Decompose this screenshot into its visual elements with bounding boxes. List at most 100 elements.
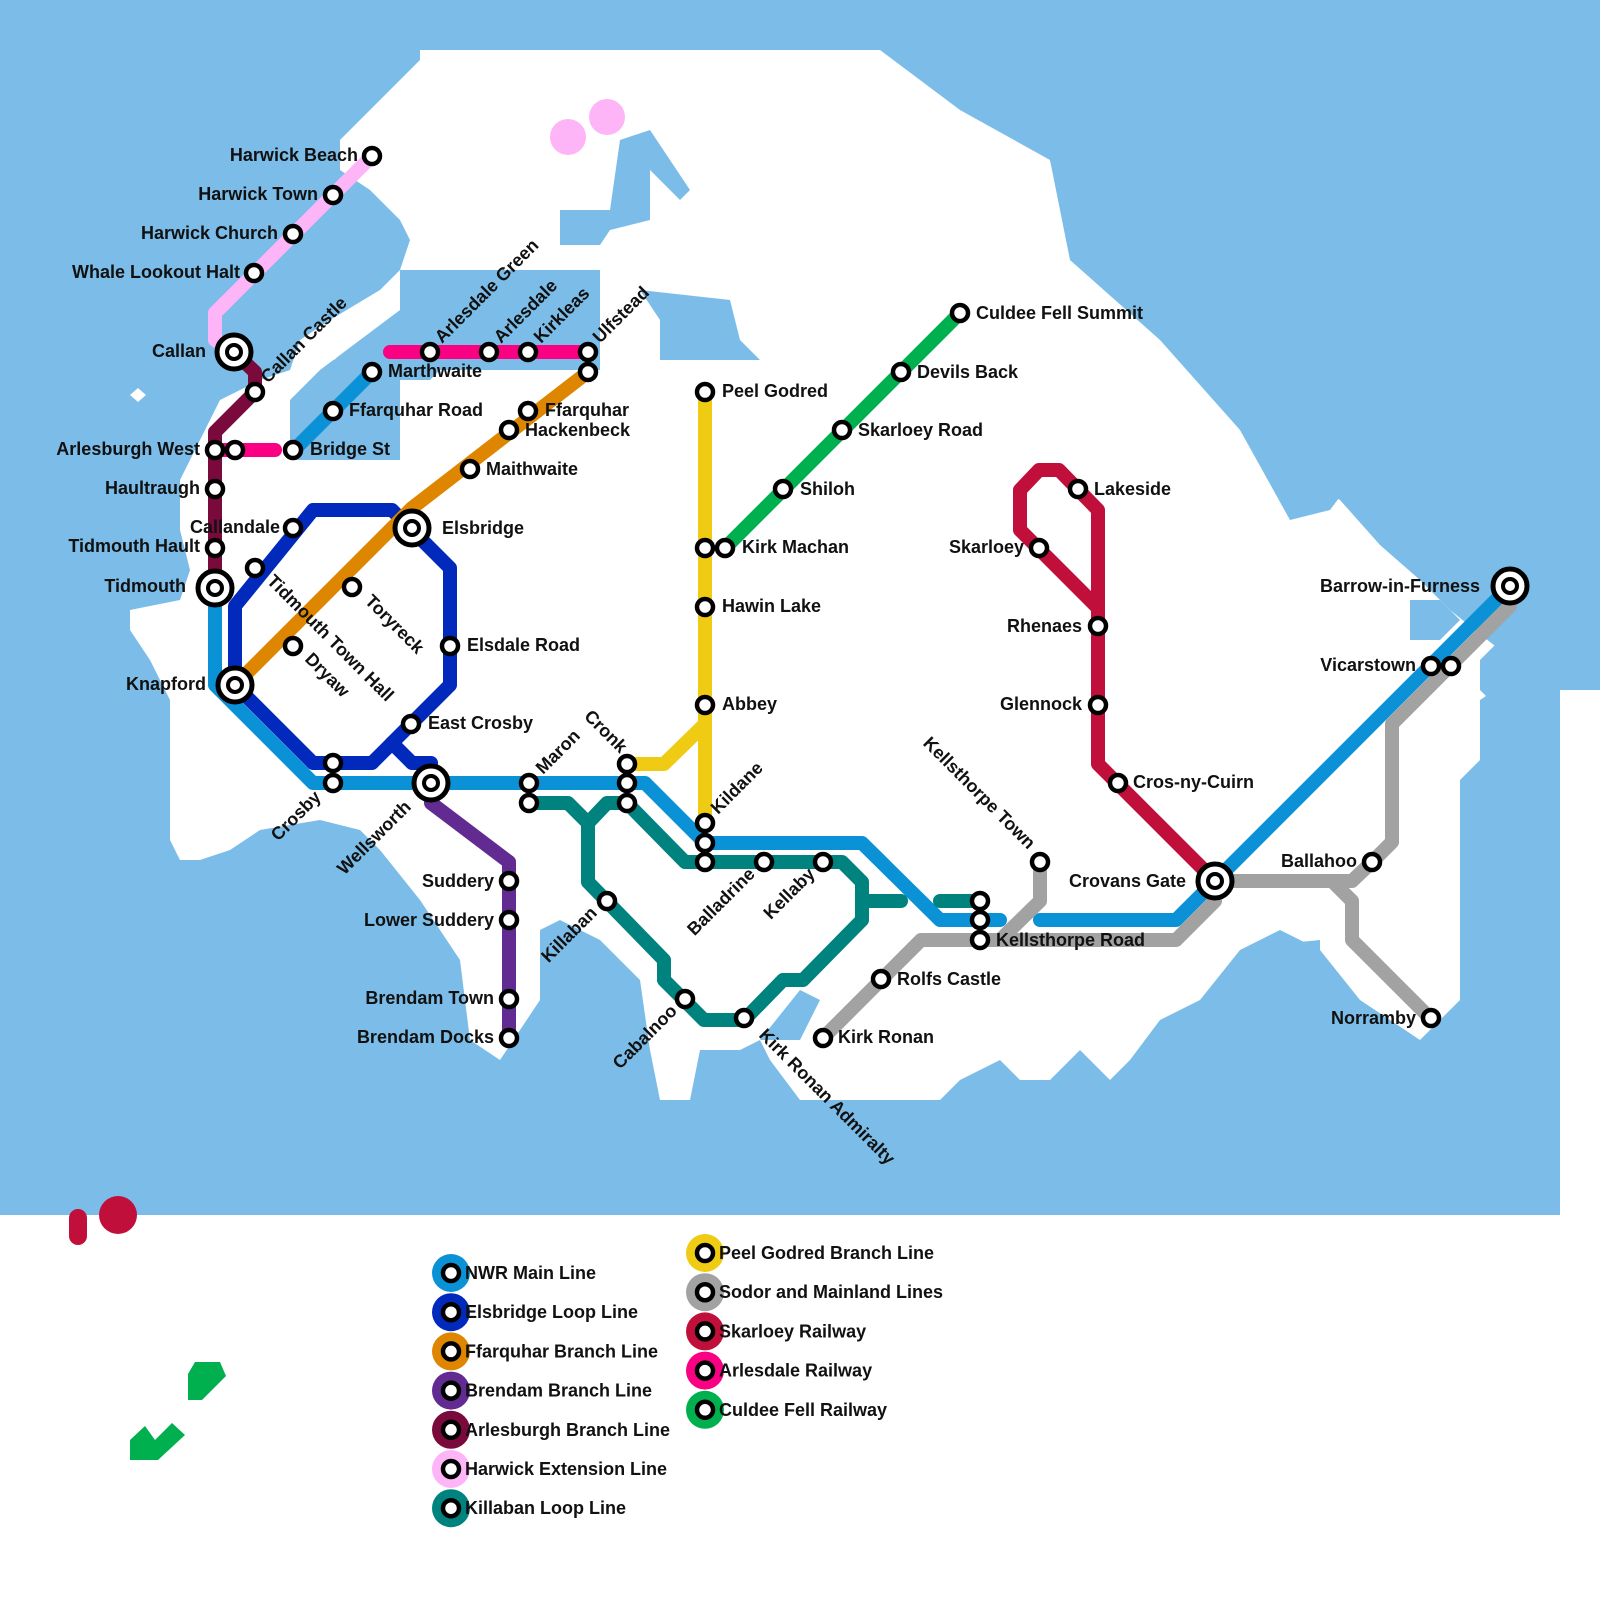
- station-marker-kirk-ronan: [812, 1027, 834, 1049]
- station-marker-ffarquhar-road: [322, 400, 344, 422]
- label-bridge-st: Bridge St: [310, 439, 390, 459]
- label-cros-ny-cuirn: Cros-ny-Cuirn: [1133, 772, 1254, 792]
- station-marker-tidmouth-town-hall: [244, 557, 266, 579]
- station-marker-kildane-b: [694, 832, 716, 854]
- legend-marker: [440, 1262, 462, 1284]
- station-marker-hackenbeck: [498, 419, 520, 441]
- label-brendam-town: Brendam Town: [365, 988, 494, 1008]
- bay-east: [1050, 90, 1520, 520]
- label-knapford: Knapford: [126, 674, 206, 694]
- station-marker-rolfs-castle: [870, 968, 892, 990]
- legend-label: Brendam Branch Line: [465, 1381, 652, 1401]
- legend-item: NWR Main Line: [432, 1254, 596, 1292]
- island-tiny: [130, 388, 146, 402]
- station-marker-ulfstead-a: [577, 341, 599, 363]
- legend-item: Sodor and Mainland Lines: [686, 1273, 943, 1312]
- interchange-core-callan: [225, 343, 243, 361]
- interchange-core-tidmouth: [206, 579, 224, 597]
- station-marker-maithwaite: [459, 458, 481, 480]
- label-arlesburgh-west: Arlesburgh West: [56, 439, 200, 459]
- legend-label: NWR Main Line: [465, 1263, 596, 1283]
- station-marker-toryreck: [341, 576, 363, 598]
- bay-barrow: [1410, 600, 1460, 640]
- label-shiloh: Shiloh: [800, 479, 855, 499]
- legend-item: Arlesburgh Branch Line: [432, 1410, 670, 1449]
- decor-dot-pink-b: [589, 99, 625, 135]
- label-harwick-beach: Harwick Beach: [230, 145, 358, 165]
- label-haultraugh: Haultraugh: [105, 478, 200, 498]
- legend-marker: [694, 1242, 716, 1264]
- station-marker-peel-godred: [694, 381, 716, 403]
- label-tidmouth-hault: Tidmouth Hault: [68, 536, 200, 556]
- station-marker-shiloh: [772, 478, 794, 500]
- label-elsbridge: Elsbridge: [442, 518, 524, 538]
- legend-marker: [440, 1380, 462, 1401]
- station-marker-abbey: [694, 694, 716, 716]
- legend-label: Sodor and Mainland Lines: [719, 1282, 943, 1302]
- interchange-crovans-gate: [1195, 861, 1235, 901]
- label-tidmouth: Tidmouth: [104, 576, 186, 596]
- station-marker-harwick-town: [322, 184, 344, 206]
- legend-item: Brendam Branch Line: [432, 1371, 652, 1410]
- station-marker-cronk-b: [616, 772, 638, 794]
- station-marker-cros-ny-cuirn: [1107, 772, 1129, 794]
- route-peel-cronk: [620, 717, 712, 771]
- station-marker-bridge-st: [282, 439, 304, 461]
- station-marker-kellsthorpe-road-a: [969, 890, 991, 912]
- label-marthwaite: Marthwaite: [388, 361, 482, 381]
- station-marker-cabalnoo: [674, 988, 696, 1010]
- station-marker-vicarstown-b: [1440, 655, 1462, 677]
- station-marker-harwick-beach: [361, 145, 383, 167]
- station-marker-haultraugh: [204, 478, 226, 500]
- station-marker-ulfstead-b: [577, 361, 599, 383]
- legend-label: Killaban Loop Line: [465, 1498, 626, 1518]
- station-marker-maron-b: [518, 792, 540, 814]
- legend-label: Harwick Extension Line: [465, 1459, 667, 1479]
- label-kirk-ronan: Kirk Ronan: [838, 1027, 934, 1047]
- legend-marker: [440, 1458, 462, 1480]
- interchange-core-barrow-in-furness: [1501, 577, 1519, 595]
- label-harwick-town: Harwick Town: [198, 184, 318, 204]
- label-ballahoo: Ballahoo: [1281, 851, 1357, 871]
- interchange-core-elsbridge: [403, 519, 421, 537]
- station-marker-kellsthorpe-road-c: [969, 929, 991, 951]
- station-marker-balladrine: [753, 851, 775, 873]
- route-mainland-norramby: [1325, 874, 1437, 1025]
- legend-item: Peel Godred Branch Line: [686, 1234, 934, 1272]
- route-main-east: [1033, 579, 1517, 927]
- label-elsdale-road: Elsdale Road: [467, 635, 580, 655]
- label-glennock: Glennock: [1000, 694, 1083, 714]
- bay-north: [560, 130, 690, 245]
- label-brendam-docks: Brendam Docks: [357, 1027, 494, 1047]
- station-marker-tidmouth-hault: [204, 537, 226, 559]
- legend-label: Peel Godred Branch Line: [719, 1243, 934, 1263]
- interchange-core-crovans-gate: [1206, 872, 1224, 890]
- station-marker-harwick-church: [282, 223, 304, 245]
- decor-green-shape-b: [130, 1423, 185, 1460]
- station-marker-kirk-machan-a: [694, 537, 716, 559]
- station-marker-maron-a: [518, 772, 540, 794]
- interchange-callan: [214, 332, 254, 372]
- label-east-crosby: East Crosby: [428, 713, 533, 733]
- legend-marker: [694, 1399, 716, 1421]
- station-marker-skarloey-road: [831, 419, 853, 441]
- label-ffarquhar: Ffarquhar: [545, 400, 629, 420]
- legend-label: Culdee Fell Railway: [719, 1400, 887, 1420]
- station-marker-brendam-town: [498, 988, 520, 1010]
- legend-marker: [440, 1341, 462, 1362]
- station-marker-killaban: [596, 890, 618, 912]
- station-marker-ballahoo: [1361, 851, 1383, 873]
- label-vicarstown: Vicarstown: [1320, 655, 1416, 675]
- label-callan: Callan: [152, 341, 206, 361]
- bay-kellsthorpe: [1470, 640, 1560, 1190]
- legend-marker: [440, 1419, 462, 1441]
- station-marker-crosby-a: [322, 752, 344, 774]
- station-marker-callan-castle: [244, 381, 266, 403]
- route-mainland-kt: [993, 855, 1047, 947]
- label-ffarquhar-road: Ffarquhar Road: [349, 400, 483, 420]
- station-marker-cronk-c: [616, 792, 638, 814]
- station-marker-marthwaite: [361, 361, 383, 383]
- station-marker-hawin-lake: [694, 596, 716, 618]
- stations: [195, 145, 1530, 1049]
